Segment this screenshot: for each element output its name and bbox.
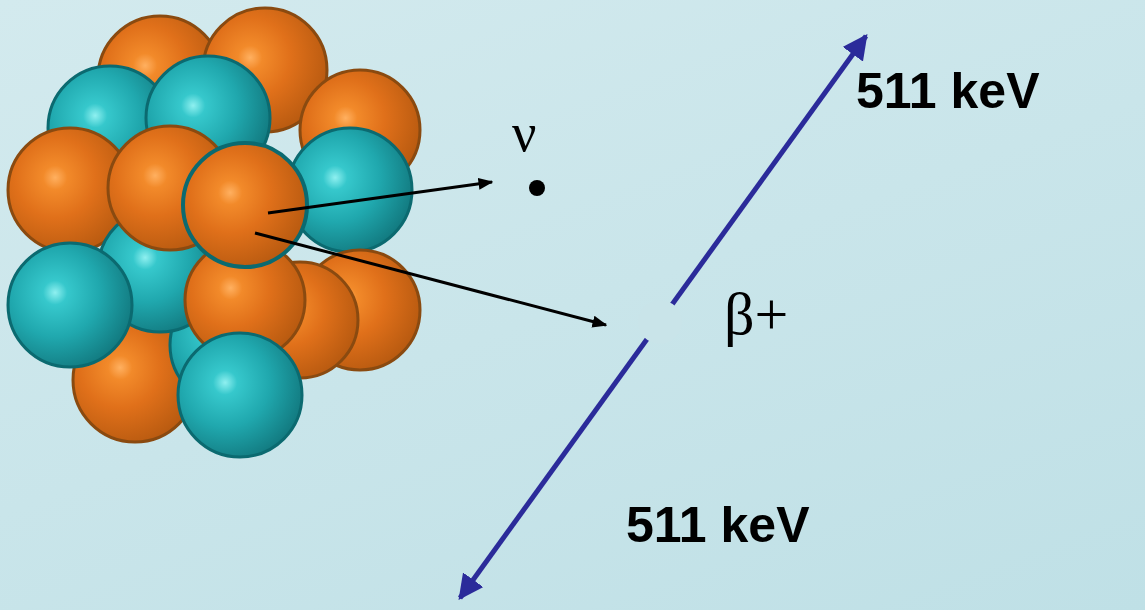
nucleus (8, 8, 420, 457)
positron-dot (638, 300, 682, 344)
energy-label: 511 keV (626, 500, 810, 550)
neutrino-dot (529, 180, 545, 196)
neutrino-arrow (268, 182, 492, 213)
positron-arrow (255, 233, 606, 325)
energy-label: 511 keV (856, 66, 1040, 116)
gamma-ray-line (460, 36, 866, 598)
particle-symbol: ν (512, 106, 536, 160)
particle-symbol: β+ (724, 284, 788, 344)
